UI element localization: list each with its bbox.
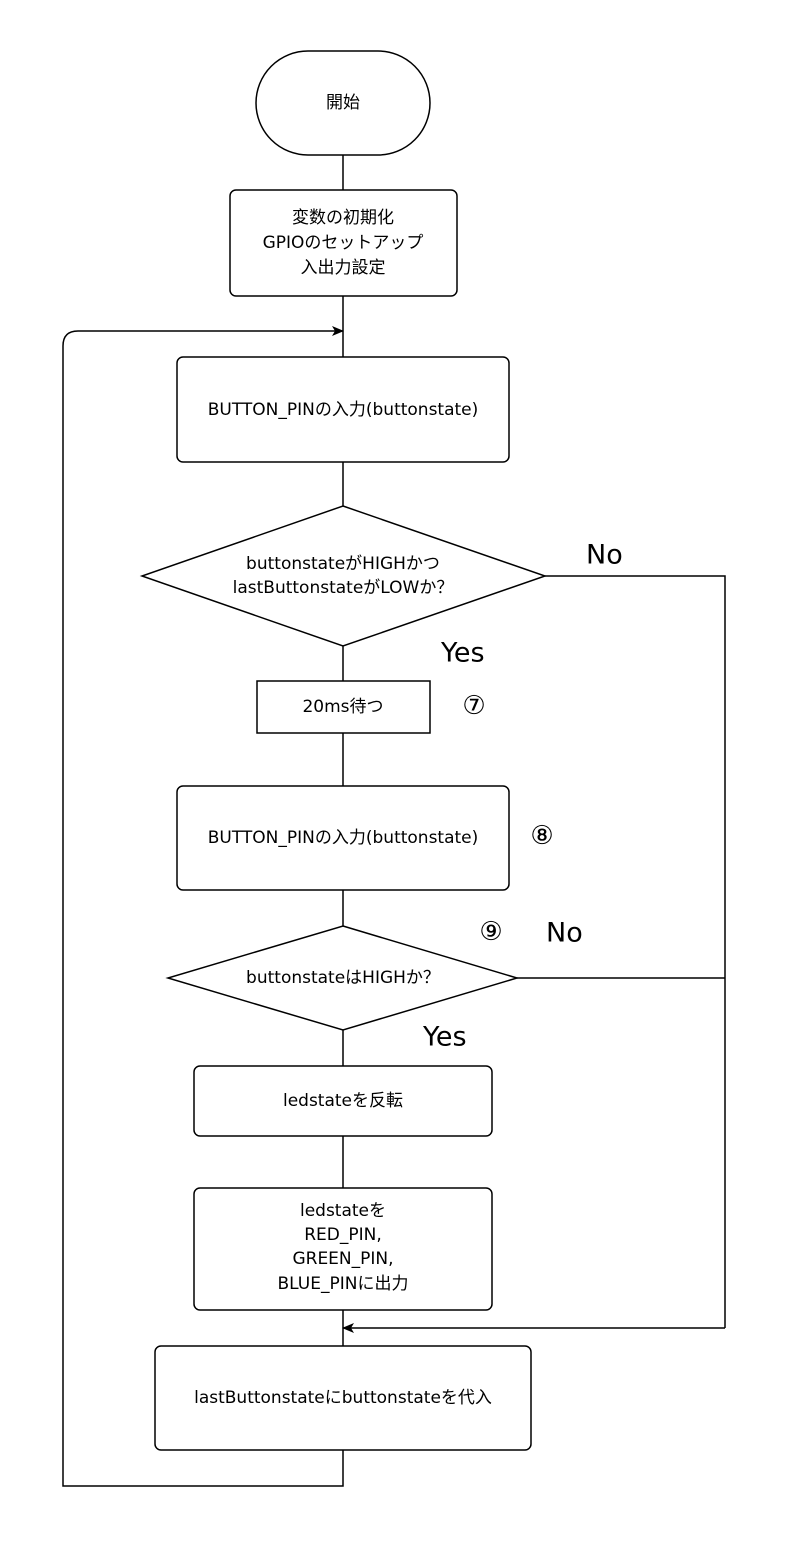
output-node: ledstateを RED_PIN, GREEN_PIN, BLUE_PINに出… <box>193 1187 493 1311</box>
read2-label: BUTTON_PINの入力(buttonstate) <box>208 828 479 848</box>
output-line-4: BLUE_PINに出力 <box>278 1274 409 1294</box>
output-line-3: GREEN_PIN, <box>292 1249 393 1269</box>
init-line-1: 変数の初期化 <box>292 208 394 228</box>
init-line-3: 入出力設定 <box>301 258 386 278</box>
toggle-label: ledstateを反転 <box>283 1091 403 1111</box>
read2-node: BUTTON_PINの入力(buttonstate) <box>176 785 510 891</box>
edge-decision1-no <box>545 575 726 1328</box>
decision2-yes-label: Yes <box>422 1022 467 1053</box>
init-node: 変数の初期化 GPIOのセットアップ 入出力設定 <box>229 189 458 297</box>
edge-loop-back <box>62 326 344 1487</box>
wait-label: 20ms待つ <box>302 697 383 717</box>
decision2-node: buttonstateはHIGHか？ <box>165 925 520 1031</box>
read1-node: BUTTON_PINの入力(buttonstate) <box>176 356 510 463</box>
decision2-label: buttonstateはHIGHか？ <box>246 968 440 988</box>
decision1-line-2: lastButtonstateがLOWか？ <box>233 578 454 598</box>
assign-label: lastButtonstateにbuttonstateを代入 <box>194 1388 492 1408</box>
decision2-no-label: No <box>546 918 583 949</box>
assign-node: lastButtonstateにbuttonstateを代入 <box>154 1345 532 1451</box>
decision1-yes-label: Yes <box>440 638 485 669</box>
decision1-node: buttonstateがHIGHかつ lastButtonstateがLOWか？ <box>139 505 548 647</box>
start-label: 開始 <box>326 93 360 113</box>
connectors <box>62 155 726 1487</box>
step-number-8: ⑧ <box>530 821 553 851</box>
step-number-7: ⑦ <box>462 691 485 721</box>
decision1-line-1: buttonstateがHIGHかつ <box>246 554 440 574</box>
start-node: 開始 <box>255 50 431 156</box>
toggle-node: ledstateを反転 <box>193 1065 493 1137</box>
output-line-1: ledstateを <box>300 1201 386 1221</box>
output-line-2: RED_PIN, <box>304 1225 382 1245</box>
decision1-no-label: No <box>586 540 623 571</box>
read1-label: BUTTON_PINの入力(buttonstate) <box>208 400 479 420</box>
step-number-9: ⑨ <box>479 917 502 947</box>
init-line-2: GPIOのセットアップ <box>263 233 424 253</box>
wait-node: 20ms待つ <box>256 680 431 734</box>
